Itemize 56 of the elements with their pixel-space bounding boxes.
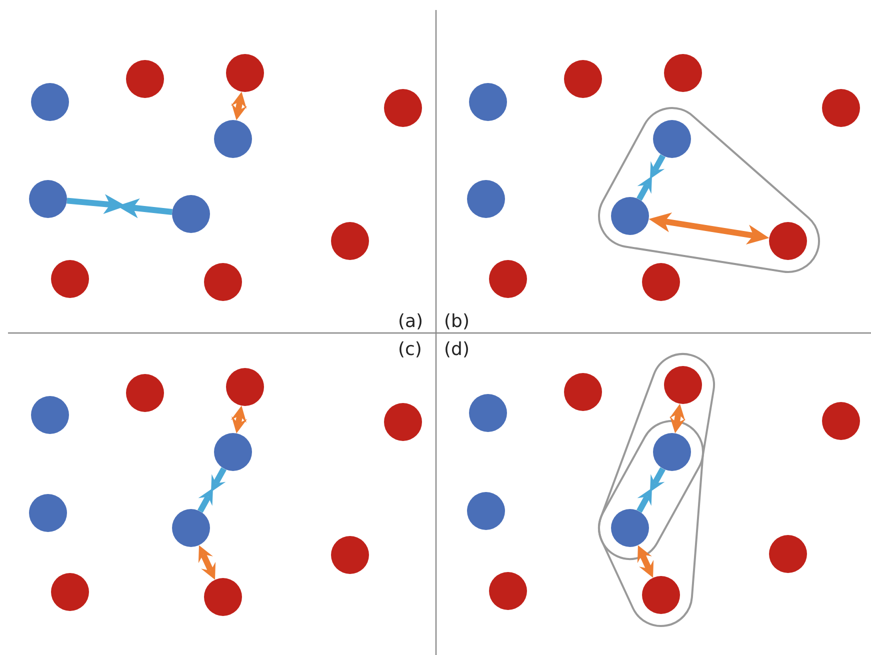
dot	[564, 60, 602, 98]
arrow	[669, 404, 686, 434]
arrow	[637, 545, 654, 578]
dot	[564, 373, 602, 411]
arrow	[230, 92, 248, 120]
dot	[769, 535, 807, 573]
dot	[29, 180, 67, 218]
dot	[214, 120, 252, 158]
dot	[204, 263, 242, 301]
dot	[642, 576, 680, 614]
panel-label: (a)	[398, 312, 424, 332]
dot	[31, 396, 69, 434]
dot	[226, 54, 264, 92]
arrow	[636, 176, 652, 201]
arrow	[198, 545, 216, 580]
dot	[769, 222, 807, 260]
dot	[469, 394, 507, 432]
dot	[822, 402, 860, 440]
dot	[226, 368, 264, 406]
dot	[489, 572, 527, 610]
dot	[611, 197, 649, 235]
dot	[384, 403, 422, 441]
dot	[664, 54, 702, 92]
dot	[204, 578, 242, 616]
arrow	[648, 212, 770, 244]
panel-label: (d)	[444, 340, 470, 360]
dot	[126, 60, 164, 98]
dot	[653, 120, 691, 158]
dot	[822, 89, 860, 127]
dot	[331, 536, 369, 574]
dot	[467, 492, 505, 530]
dot	[642, 263, 680, 301]
dot	[51, 260, 89, 298]
dot	[611, 509, 649, 547]
arrow	[650, 467, 666, 492]
arrow	[211, 467, 226, 492]
arrow	[636, 488, 652, 513]
dot	[29, 494, 67, 532]
dot	[172, 509, 210, 547]
arrow	[230, 406, 248, 434]
dot	[489, 260, 527, 298]
dot	[31, 83, 69, 121]
dot	[467, 180, 505, 218]
dot	[172, 195, 210, 233]
dot	[469, 83, 507, 121]
dot	[331, 222, 369, 260]
panel-label: (c)	[398, 340, 422, 360]
dot	[664, 366, 702, 404]
dot	[214, 433, 252, 471]
dot	[653, 433, 691, 471]
dot	[126, 374, 164, 412]
arrow	[650, 154, 666, 179]
dot	[51, 573, 89, 611]
dot	[384, 89, 422, 127]
panel-label: (b)	[444, 312, 470, 332]
arrow	[198, 488, 213, 513]
